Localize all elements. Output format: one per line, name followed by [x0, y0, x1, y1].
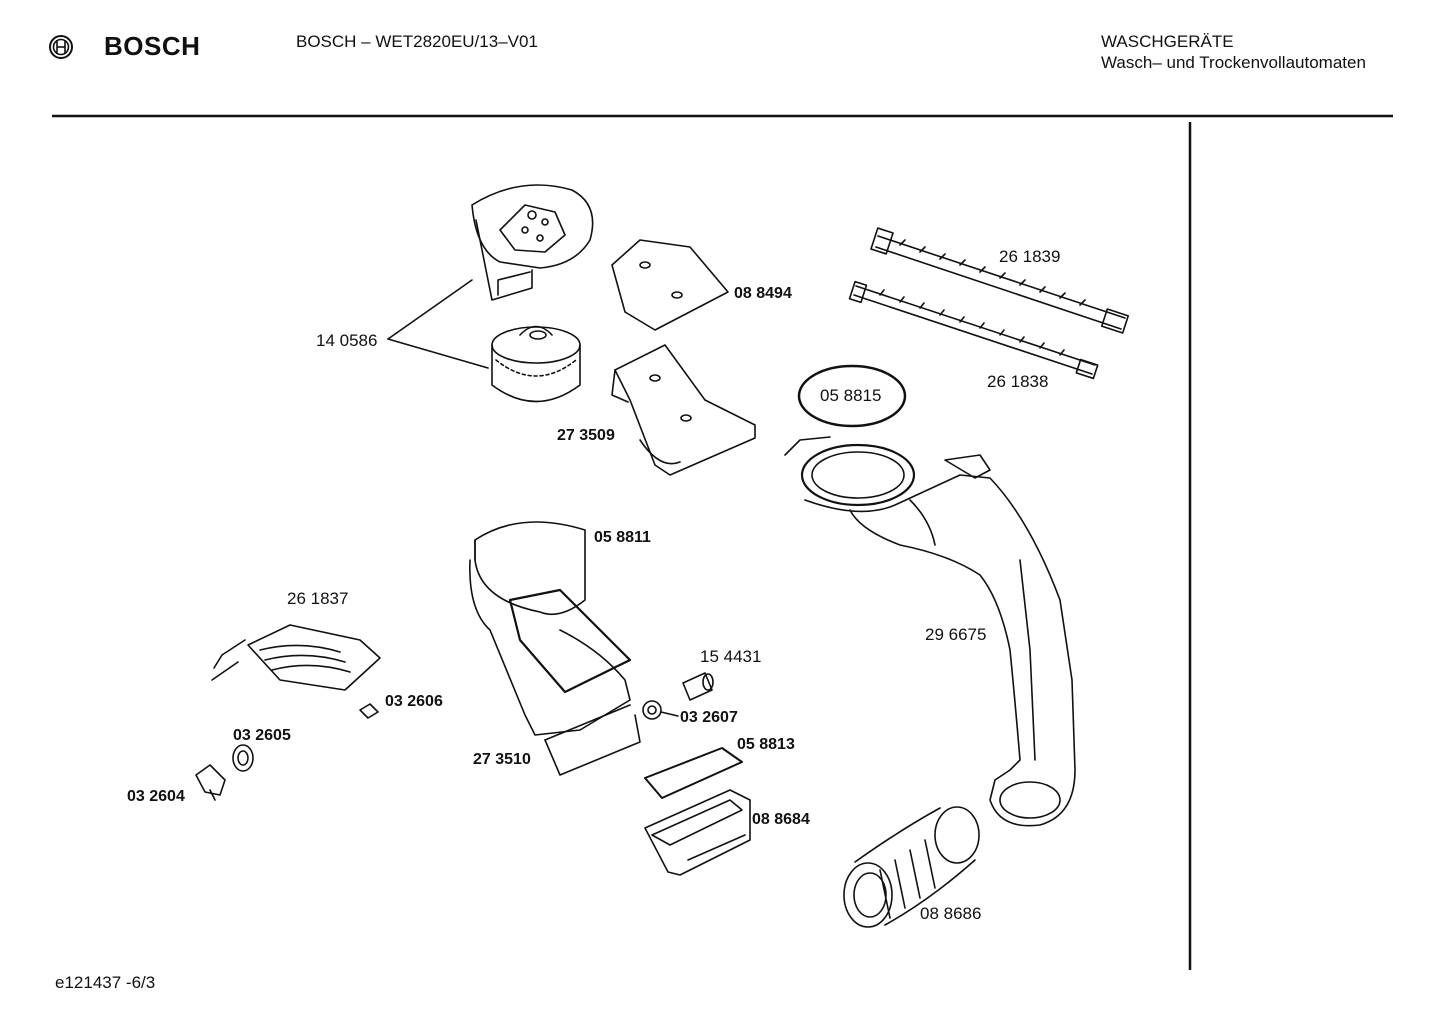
bosch-armature-icon [49, 35, 73, 59]
part-label-058813: 05 8813 [737, 736, 795, 753]
brand-logo-text: BOSCH [104, 31, 201, 61]
fan-housing-part [471, 184, 594, 301]
part-label-032606: 03 2606 [385, 693, 443, 710]
model-title: BOSCH – WET2820EU/13–V01 [296, 32, 538, 51]
air-duct-bracket-part [611, 344, 756, 476]
part-label-032605: 03 2605 [233, 727, 291, 744]
part-label-088686: 08 8686 [920, 904, 981, 923]
lint-filter-part [644, 789, 751, 876]
grommet-part [642, 700, 662, 720]
part-label-088494: 08 8494 [734, 285, 792, 302]
category-subtitle: Wasch– und Trockenvollautomaten [1101, 53, 1366, 72]
part-label-058815: 05 8815 [820, 386, 881, 405]
part-label-032604: 03 2604 [127, 788, 185, 805]
sensor-part [682, 672, 714, 701]
clip-part [359, 703, 379, 719]
fan-impeller-part [491, 325, 581, 403]
part-label-273509: 27 3509 [557, 427, 615, 444]
part-label-261837: 26 1837 [287, 589, 348, 608]
part-label-296675: 29 6675 [925, 625, 986, 644]
condenser-duct-part [784, 436, 1076, 827]
washer-part [232, 744, 254, 772]
part-label-154431: 15 4431 [700, 647, 761, 666]
hose-long-part [870, 227, 1130, 334]
document-reference: e121437 -6/3 [55, 973, 156, 992]
bellows-hose-part [843, 806, 980, 928]
hose-short-part [848, 280, 1099, 380]
part-label-058811: 05 8811 [594, 529, 651, 546]
part-label-273510: 27 3510 [473, 751, 531, 768]
heating-element-part [211, 624, 381, 691]
thermostat-part [195, 764, 226, 801]
lint-gasket-part [644, 747, 743, 799]
category-title: WASCHGERÄTE [1101, 32, 1234, 51]
seal-ring-part [797, 364, 907, 428]
part-label-032607: 03 2607 [680, 709, 738, 726]
part-label-261838: 26 1838 [987, 372, 1048, 391]
part-label-261839: 26 1839 [999, 247, 1060, 266]
cover-plate-part [611, 239, 729, 331]
inlet-duct-part [469, 521, 641, 776]
part-label-140586: 14 0586 [316, 331, 377, 350]
part-label-088684: 08 8684 [752, 811, 810, 828]
